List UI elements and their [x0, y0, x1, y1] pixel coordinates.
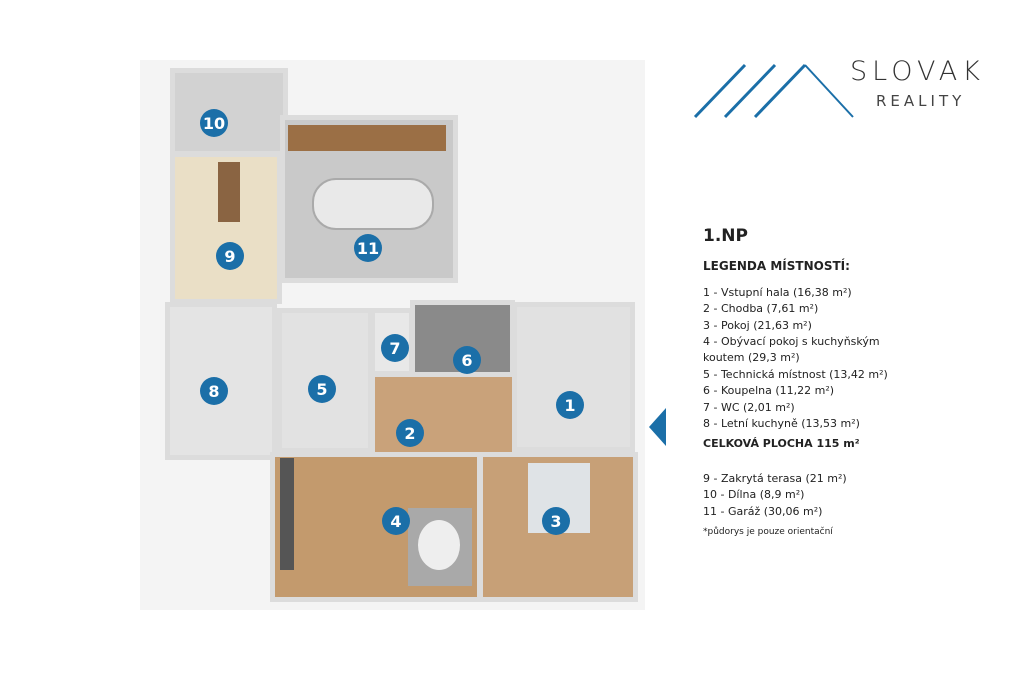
bench: [288, 125, 446, 151]
rug: [418, 520, 460, 570]
legend-item: 5 - Technická místnost (13,42 m²): [703, 367, 888, 381]
floor-title: 1.NP: [703, 226, 748, 246]
entrance-arrow-icon: [649, 408, 666, 446]
legend-item: 8 - Letní kuchyně (13,53 m²): [703, 417, 860, 431]
legend-item: koutem (29,3 m²): [703, 351, 800, 365]
logo-mountain-icon: [693, 63, 854, 119]
kitchen-counter: [280, 458, 294, 570]
room-marker-3: 3: [542, 507, 570, 535]
legend-item: 7 - WC (2,01 m²): [703, 400, 795, 414]
room-10-workshop: [170, 68, 288, 156]
room-marker-6: 6: [453, 346, 481, 374]
legend-item: 4 - Obývací pokoj s kuchyňským: [703, 335, 880, 349]
dining-table: [218, 162, 240, 222]
legend-item: 6 - Koupelna (11,22 m²): [703, 384, 835, 398]
room-marker-8: 8: [200, 377, 228, 405]
car: [312, 178, 434, 230]
room-marker-1: 1: [556, 391, 584, 419]
room-marker-9: 9: [216, 242, 244, 270]
legend-item: 10 - Dílna (8,9 m²): [703, 488, 805, 502]
legend-item: 11 - Garáž (30,06 m²): [703, 504, 823, 518]
disclaimer-note: *půdorys je pouze orientační: [703, 527, 833, 538]
legend-item: 1 - Vstupní hala (16,38 m²): [703, 285, 852, 299]
brand-subtitle: REALITY: [876, 92, 966, 110]
room-marker-7: 7: [381, 334, 409, 362]
legend-item: 2 - Chodba (7,61 m²): [703, 302, 819, 316]
legend-item: 9 - Zakrytá terasa (21 m²): [703, 471, 847, 485]
room-marker-11: 11: [354, 234, 382, 262]
brand-name: SLOVAK: [850, 56, 985, 87]
total-area: CELKOVÁ PLOCHA 115 m²: [703, 437, 860, 451]
room-marker-2: 2: [396, 419, 424, 447]
room-legend: 1.NP LEGENDA MÍSTNOSTÍ: 1 - Vstupní hala…: [703, 226, 888, 541]
legend-heading: LEGENDA MÍSTNOSTÍ:: [703, 259, 850, 274]
room-marker-10: 10: [200, 109, 228, 137]
legend-item: 3 - Pokoj (21,63 m²): [703, 318, 812, 332]
room-marker-5: 5: [308, 375, 336, 403]
room-2-corridor: [370, 372, 518, 457]
room-1-entrance-hall: [512, 302, 635, 452]
room-marker-4: 4: [382, 507, 410, 535]
